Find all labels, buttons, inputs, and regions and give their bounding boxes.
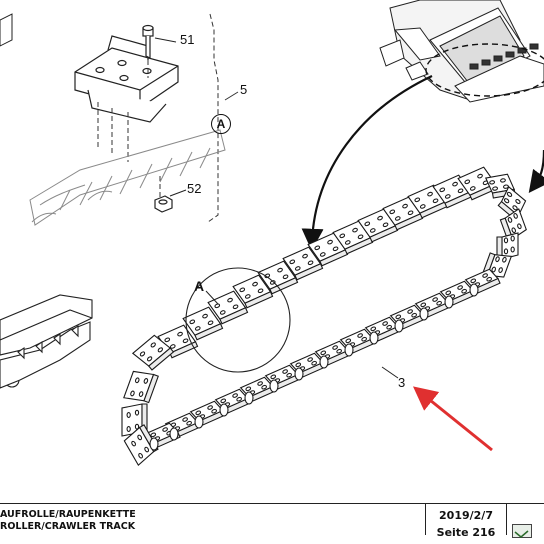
manufacturer-logo-icon (512, 524, 532, 538)
page-number: Seite 216 (436, 526, 496, 539)
title-german: AUFROLLE/RAUPENKETTE (0, 509, 136, 520)
track-link-roller (344, 343, 354, 357)
track-pad (496, 232, 519, 260)
detail-ellipse (425, 43, 544, 97)
track-link-roller (149, 437, 159, 451)
leader-52 (169, 189, 187, 197)
track-link-roller (319, 355, 329, 369)
crawler-machine (379, 0, 544, 103)
track-link-roller (294, 367, 304, 381)
track-link-roller (194, 415, 204, 429)
track-pad (232, 274, 274, 309)
leader-51 (154, 37, 177, 43)
track-pad (123, 370, 159, 404)
track-pad (257, 260, 299, 295)
nut-52 (154, 195, 173, 213)
assembly-lines (97, 13, 239, 223)
curved-arrow-left (301, 75, 433, 251)
track-link-roller (469, 283, 479, 297)
title-english: ROLLER/CRAWLER TRACK (0, 521, 136, 532)
track-pad (121, 403, 148, 437)
red-indicator-arrow (412, 386, 493, 452)
leader-3 (381, 366, 399, 379)
track-link-roller (269, 379, 279, 393)
callout-51: 51 (180, 32, 195, 47)
detail-a-label: A (194, 278, 205, 294)
callout-52: 52 (187, 181, 202, 196)
date-cell: 2019/2/7 Seite 216 (425, 504, 507, 539)
track-pad (382, 196, 424, 231)
track-pad (182, 306, 224, 341)
track-pad (307, 232, 349, 267)
track-link-roller (419, 307, 429, 321)
track-pad (207, 290, 249, 325)
bolt-51 (142, 24, 154, 59)
track-link-roller (444, 295, 454, 309)
detail-circle-a (185, 267, 291, 373)
track-link-roller (219, 403, 229, 417)
document-date: 2019/2/7 (439, 509, 493, 522)
track-pad-assembly (74, 35, 179, 123)
track-link-roller (369, 331, 379, 345)
curved-arrow-right (528, 149, 544, 194)
callout-3: 3 (398, 375, 406, 390)
callout-5: 5 (240, 82, 248, 97)
track-pad (481, 252, 513, 278)
track-link-roller (169, 427, 179, 441)
crawler-track (121, 166, 527, 466)
track-pad (282, 246, 324, 281)
exploded-parts-drawing (0, 0, 544, 466)
track-link-roller (394, 319, 404, 333)
track-pad (131, 334, 175, 371)
chain-fragment-top-left (0, 13, 13, 47)
view-a-marker: A (211, 114, 231, 134)
track-link-roller (244, 391, 254, 405)
chain-links-exploded (29, 129, 226, 226)
leader-a (205, 290, 219, 305)
chain-cutaway-left (0, 294, 93, 389)
title-block: AUFROLLE/RAUPENKETTE ROLLER/CRAWLER TRAC… (0, 503, 544, 539)
